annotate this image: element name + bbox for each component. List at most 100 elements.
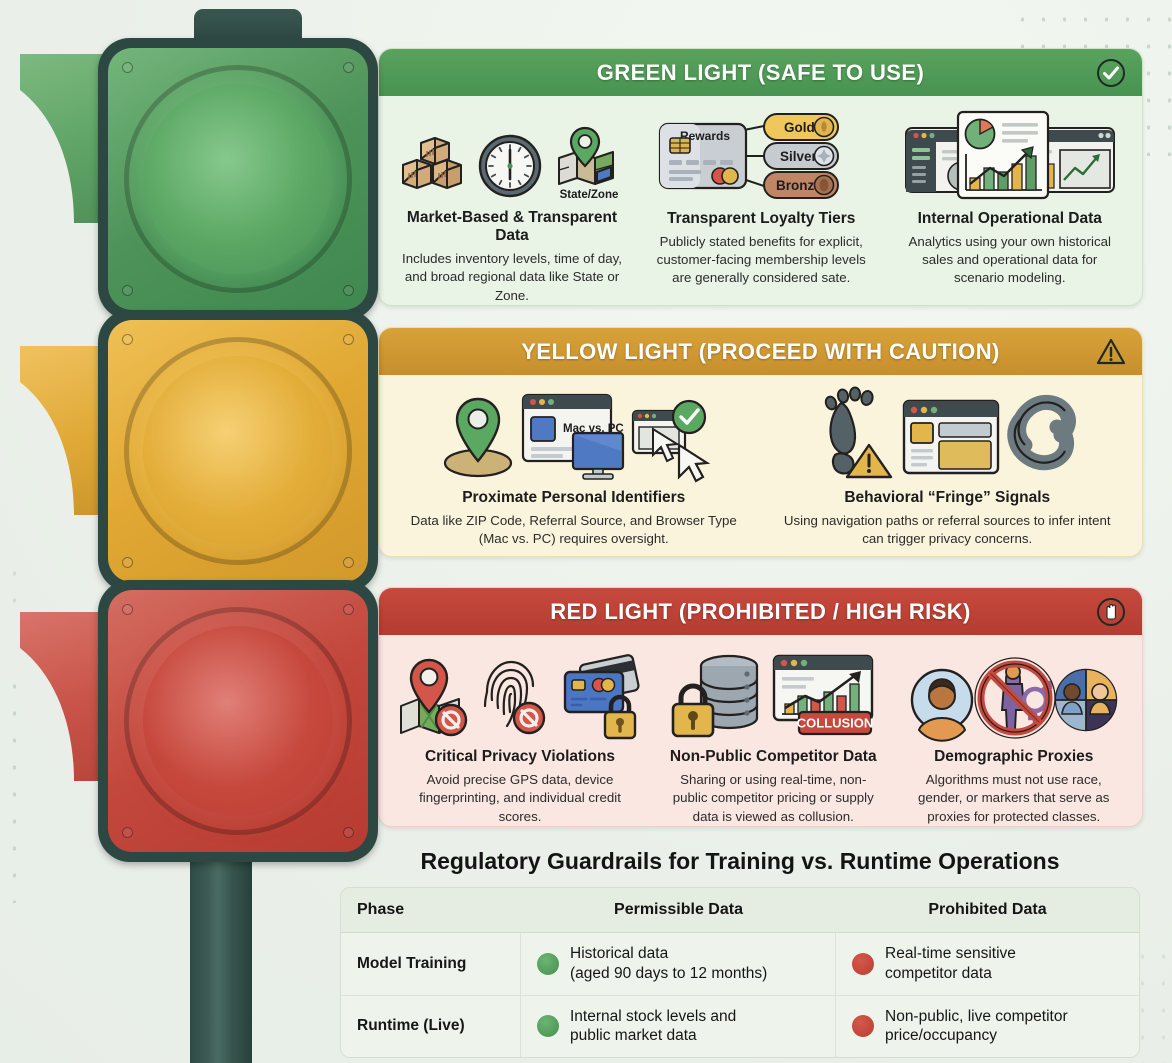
card-title: Behavioral “Fringe” Signals: [844, 489, 1051, 506]
card-title: Non-Public Competitor Data: [669, 748, 877, 766]
prohibited-text: Non-public, live competitor price/occupa…: [885, 1007, 1068, 1045]
table-header-row: Phase Permissible Data Prohibited Data: [341, 888, 1139, 933]
column-header-phase: Phase: [341, 888, 521, 933]
yellow-panel-title: YELLOW LIGHT (PROCEED WITH CAUTION): [521, 338, 1000, 364]
red-dot-icon: [852, 952, 874, 975]
column-header-prohibited: Prohibited Data: [836, 888, 1139, 933]
traffic-light-graphic: [62, 9, 382, 1063]
regulatory-guardrails-table: Phase Permissible Data Prohibited Data M…: [340, 887, 1140, 1059]
card-non-public-competitor-data: COLLUSION Non-Public Competitor Data Sha…: [653, 645, 894, 826]
table-row: Model Training Historical data (aged 90 …: [341, 933, 1139, 996]
dashboard-analytics-icon: [900, 106, 1120, 202]
tier-silver-icon: Silver: [763, 142, 840, 170]
green-dot-icon: [537, 952, 559, 975]
credit-card-lock-icon: [555, 652, 643, 740]
dot-pattern-bottom-left: [4, 673, 30, 903]
screw-icon: [343, 285, 354, 296]
chain-link-icon: [1007, 389, 1083, 481]
row-phase-label: Model Training: [341, 933, 521, 996]
stop-hand-icon: [1096, 597, 1126, 627]
card-description: Algorithms must not use race, gender, or…: [918, 771, 1110, 824]
card-market-based-transparent-data: State/Zone Market-Based & Transparent Da…: [387, 106, 637, 305]
svg-text:Silver: Silver: [780, 149, 818, 164]
yellow-light-panel: YELLOW LIGHT (PROCEED WITH CAUTION): [378, 327, 1143, 557]
yellow-panel-header: YELLOW LIGHT (PROCEED WITH CAUTION): [379, 328, 1142, 375]
card-title: Transparent Loyalty Tiers: [667, 210, 856, 227]
screw-icon: [343, 334, 354, 345]
screw-icon: [122, 557, 133, 568]
traffic-light-pole: [190, 840, 252, 1063]
boxes-icon: [397, 129, 469, 201]
card-transparent-loyalty-tiers: Rewards: [637, 106, 886, 305]
database-lock-icon: [671, 652, 765, 740]
tier-gold-icon: Gold: [763, 113, 840, 141]
yellow-cards: Mac vs. PC: [379, 375, 1142, 556]
person-avatar-icon: [910, 669, 973, 743]
loyalty-card-label: Rewards: [680, 129, 730, 143]
card-demographic-proxies: Demographic Proxies Algorithms must not …: [894, 645, 1135, 826]
row-permissible-cell: Historical data (aged 90 days to 12 mont…: [521, 933, 836, 996]
collusion-badge-text: COLLUSION: [797, 716, 874, 731]
card-description: Sharing or using real-time, non-public c…: [672, 771, 874, 824]
card-internal-operational-data: Internal Operational Data Analytics usin…: [886, 106, 1135, 305]
cursor-check-icon: [631, 389, 711, 483]
screw-icon: [122, 827, 133, 838]
screw-icon: [122, 334, 133, 345]
card-title: Market-Based & Transparent Data: [406, 208, 618, 245]
check-circle-icon: [1096, 58, 1126, 88]
yellow-light-housing: [98, 310, 378, 592]
red-lamp-ring: [124, 607, 352, 835]
warning-triangle-icon: [1096, 337, 1126, 367]
map-pin-ground-icon: [441, 389, 515, 481]
tier-bronze-icon: Bronze: [763, 171, 840, 199]
map-pin-icon: [551, 124, 627, 188]
browser-device-icon: Mac vs. PC: [521, 389, 625, 481]
table-title: Regulatory Guardrails for Training vs. R…: [420, 848, 1060, 874]
row-phase-label: Runtime (Live): [341, 995, 521, 1058]
dot-pattern-mid-left: [4, 560, 30, 620]
card-proximate-personal-identifiers: Mac vs. PC: [387, 385, 761, 556]
svg-text:Bronze: Bronze: [776, 178, 822, 193]
browser-layout-icon: [901, 389, 1001, 481]
green-lamp-ring: [124, 65, 352, 293]
card-description: Publicly stated benefits for explicit, c…: [656, 233, 866, 286]
table-row: Runtime (Live) Internal stock levels and…: [341, 995, 1139, 1058]
card-title: Demographic Proxies: [934, 748, 1094, 766]
fingerprint-blocked-icon: [477, 652, 549, 740]
card-title: Internal Operational Data: [917, 210, 1102, 227]
collusion-chart-icon: COLLUSION: [771, 652, 875, 740]
card-description: Analytics using your own historical sale…: [908, 233, 1112, 286]
green-panel-title: GREEN LIGHT (SAFE TO USE): [596, 59, 925, 85]
column-header-permissible: Permissible Data: [521, 888, 836, 933]
green-dot-icon: [537, 1015, 559, 1038]
card-behavioral-fringe-signals: Behavioral “Fringe” Signals Using naviga…: [761, 385, 1135, 556]
row-prohibited-cell: Non-public, live competitor price/occupa…: [836, 996, 1139, 1058]
screw-icon: [343, 827, 354, 838]
permissible-text: Historical data (aged 90 days to 12 mont…: [570, 945, 768, 982]
red-panel-header: RED LIGHT (PROHIBITED / HIGH RISK): [379, 588, 1142, 635]
svg-text:Gold: Gold: [784, 120, 815, 135]
red-lamp-bulb: [143, 626, 333, 816]
no-gender-icon: [974, 657, 1056, 740]
prohibited-text: Real-time sensitive competitor data: [885, 945, 1016, 982]
card-description: Avoid precise GPS data, device fingerpri…: [419, 771, 621, 824]
red-cards: Critical Privacy Violations Avoid precis…: [379, 635, 1142, 826]
yellow-lamp-ring: [124, 337, 352, 565]
card-title: Critical Privacy Violations: [424, 748, 616, 766]
green-panel-header: GREEN LIGHT (SAFE TO USE): [379, 49, 1142, 96]
card-title: Proximate Personal Identifiers: [462, 489, 686, 506]
map-pin-caption: State/Zone: [559, 188, 619, 201]
map-pin-region-group: State/Zone: [551, 124, 627, 201]
gps-blocked-icon: [397, 652, 471, 740]
card-description: Using navigation paths or referral sourc…: [783, 512, 1111, 546]
card-description: Data like ZIP Code, Referral Source, and…: [410, 512, 737, 546]
loyalty-card-tiers-icon: Rewards: [656, 110, 866, 202]
screw-icon: [122, 604, 133, 615]
screw-icon: [122, 62, 133, 73]
row-prohibited-cell: Real-time sensitive competitor data: [836, 933, 1139, 996]
footprint-warning-icon: [811, 386, 895, 481]
screw-icon: [343, 62, 354, 73]
red-dot-icon: [852, 1015, 874, 1038]
report-chart-icon: [956, 110, 1049, 200]
card-description: Includes inventory levels, time of day, …: [402, 250, 622, 303]
